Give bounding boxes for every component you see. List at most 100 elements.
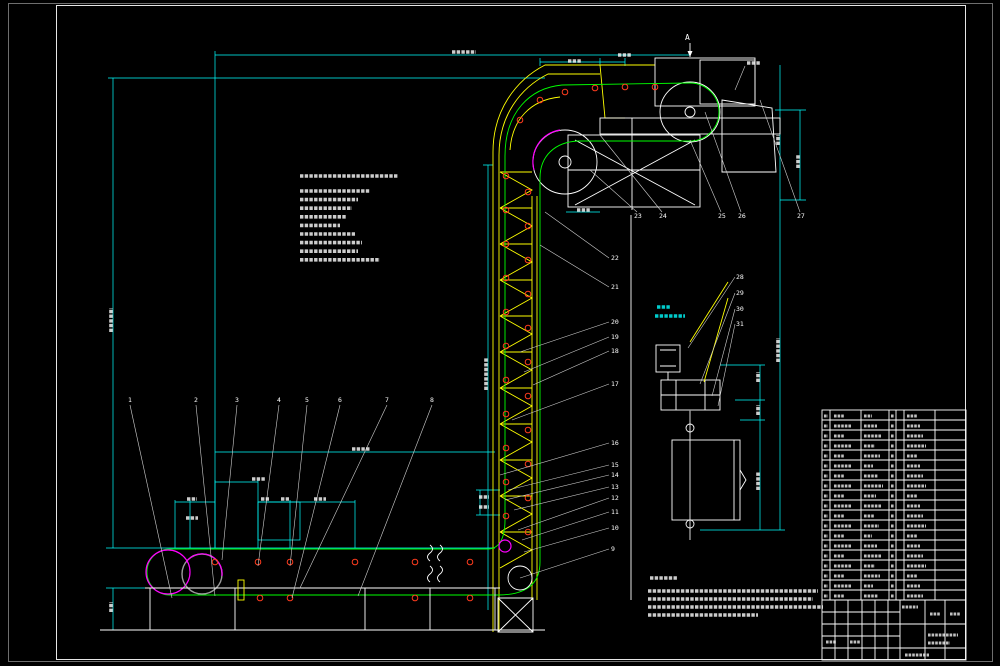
part-balloon-23: 23 bbox=[634, 212, 642, 220]
leader-line-6 bbox=[291, 404, 341, 599]
part-balloon-24: 24 bbox=[659, 212, 667, 220]
leader-line-18 bbox=[532, 350, 610, 386]
part-balloon-1: 1 bbox=[128, 396, 132, 404]
leader-line-16 bbox=[499, 442, 610, 476]
head-sprocket bbox=[532, 129, 598, 195]
column-height-dimension bbox=[483, 164, 493, 610]
part-balloon-5: 5 bbox=[305, 396, 309, 404]
bucket-marker bbox=[256, 594, 264, 602]
leader-line-19 bbox=[523, 336, 610, 373]
drawing-border bbox=[8, 3, 993, 662]
leader-line-29 bbox=[699, 292, 736, 385]
column-outer-casing bbox=[492, 64, 655, 632]
length-break-mark bbox=[427, 544, 443, 583]
leader-line-31 bbox=[717, 323, 736, 407]
drive-diameter-leader bbox=[734, 65, 746, 91]
leader-line-2 bbox=[195, 404, 216, 597]
view-arrow-head bbox=[687, 51, 693, 57]
part-balloon-7: 7 bbox=[385, 396, 389, 404]
head-sprocket-arc bbox=[532, 129, 561, 171]
part-balloon-12: 12 bbox=[611, 494, 619, 502]
bucket-marker bbox=[502, 444, 510, 452]
leader-line-22 bbox=[544, 211, 610, 259]
head-support-frame bbox=[567, 134, 701, 208]
part-balloon-31: 31 bbox=[736, 320, 744, 328]
part-balloon-8: 8 bbox=[430, 396, 434, 404]
column-inner-casing bbox=[498, 73, 600, 632]
bucket-markers bbox=[211, 83, 659, 602]
drive-sprocket bbox=[659, 81, 721, 143]
title-block bbox=[821, 409, 967, 661]
part-balloon-18: 18 bbox=[611, 347, 619, 355]
column-back-casing bbox=[531, 196, 538, 600]
bucket-marker bbox=[524, 222, 532, 230]
leader-line-13 bbox=[513, 486, 610, 511]
bucket-marker bbox=[524, 358, 532, 366]
tail-bearing-block bbox=[237, 579, 245, 601]
base-frame-posts bbox=[149, 588, 496, 630]
drive-view-leaders bbox=[689, 281, 729, 383]
part-balloon-11: 11 bbox=[611, 508, 619, 516]
bucket-marker bbox=[621, 83, 629, 91]
bucket-marker bbox=[502, 376, 510, 384]
part-balloon-14: 14 bbox=[611, 471, 619, 479]
leader-line-10 bbox=[523, 527, 610, 553]
bucket-marker bbox=[651, 83, 659, 91]
drive-view-drum bbox=[671, 439, 741, 521]
part-balloon-29: 29 bbox=[736, 289, 744, 297]
part-balloon-2: 2 bbox=[194, 396, 198, 404]
drive-shaft-housing bbox=[599, 117, 781, 135]
leader-line-3 bbox=[221, 404, 238, 561]
bucket-marker bbox=[502, 274, 510, 282]
leader-line-30 bbox=[711, 308, 736, 397]
bucket-marker bbox=[524, 188, 532, 196]
part-balloon-10: 10 bbox=[611, 524, 619, 532]
head-width-dimension bbox=[539, 58, 626, 66]
bucket-marker bbox=[466, 558, 474, 566]
bucket-marker bbox=[561, 88, 569, 96]
tail-take-up-arc bbox=[185, 553, 223, 577]
drive-view-motor-detail bbox=[660, 349, 676, 380]
leader-line-23 bbox=[589, 169, 638, 213]
drive-height-dimension bbox=[775, 109, 806, 201]
bucket-marker bbox=[502, 478, 510, 486]
drive-sprocket-hub bbox=[684, 106, 696, 118]
bucket-marker bbox=[351, 558, 359, 566]
part-balloon-21: 21 bbox=[611, 283, 619, 291]
part-balloon-30: 30 bbox=[736, 305, 744, 313]
vertical-chain-loop bbox=[504, 82, 720, 562]
bucket-marker bbox=[411, 558, 419, 566]
part-balloon-19: 19 bbox=[611, 333, 619, 341]
leader-line-20 bbox=[519, 321, 610, 353]
loading-hopper-outline bbox=[257, 501, 301, 541]
leader-line-5 bbox=[289, 404, 308, 567]
column-foot-guide bbox=[498, 539, 512, 553]
dimension-lines bbox=[106, 51, 806, 631]
bucket-marker bbox=[524, 494, 532, 502]
part-balloon-20: 20 bbox=[611, 318, 619, 326]
leader-line-7 bbox=[299, 404, 388, 589]
leader-line-21 bbox=[539, 244, 610, 288]
bucket-marker bbox=[516, 116, 524, 124]
drive-gearbox-unit bbox=[699, 59, 756, 105]
tail-and-base bbox=[100, 215, 632, 633]
view-arrow-a: A bbox=[685, 33, 693, 57]
bucket-marker bbox=[536, 96, 544, 104]
bucket-marker bbox=[524, 392, 532, 400]
column-foot-dimensions bbox=[476, 489, 500, 516]
leader-line-17 bbox=[511, 383, 610, 421]
part-balloon-16: 16 bbox=[611, 439, 619, 447]
bucket-marker bbox=[411, 594, 419, 602]
head-section bbox=[532, 57, 781, 210]
leader-line-25 bbox=[689, 139, 722, 213]
outer-sheet-border bbox=[8, 3, 993, 662]
bucket-marker bbox=[502, 342, 510, 350]
bucket-marker bbox=[502, 308, 510, 316]
bucket-marker bbox=[524, 528, 532, 536]
bucket-marker bbox=[524, 290, 532, 298]
leader-line-11 bbox=[521, 511, 610, 541]
discharge-chute bbox=[721, 99, 777, 173]
leader-line-26 bbox=[704, 111, 742, 213]
